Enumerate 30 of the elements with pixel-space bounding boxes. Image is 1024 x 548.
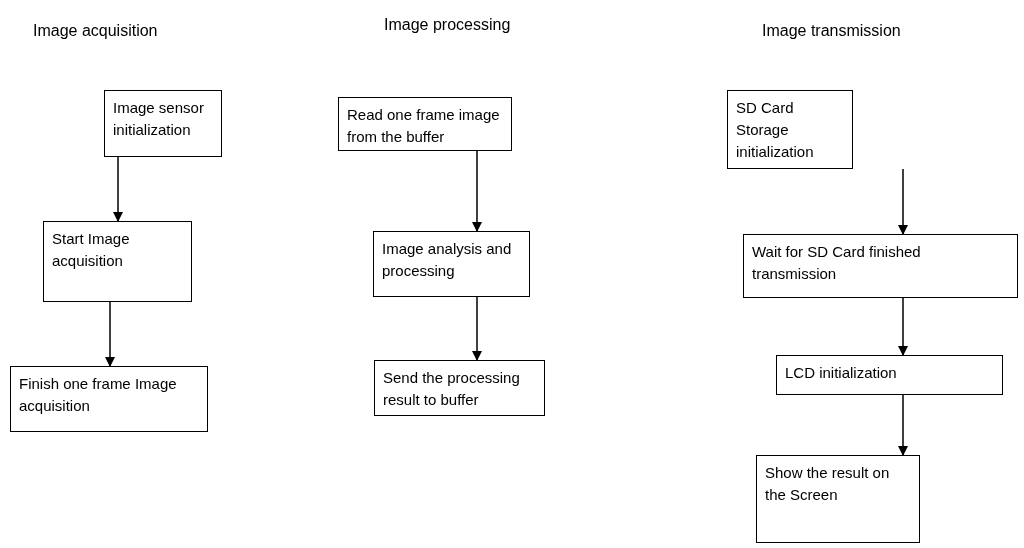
process-box xyxy=(373,231,530,297)
arrow xyxy=(113,156,123,222)
step-text: Start Image acquisition xyxy=(52,229,131,271)
process-box xyxy=(743,234,1018,298)
process-box xyxy=(43,221,192,302)
process-box xyxy=(104,90,222,157)
step-text: SD Card Storage initialization xyxy=(736,98,815,162)
arrow xyxy=(105,301,115,367)
step-text: Send the processing result to buffer xyxy=(383,368,521,410)
step-text: Show the result on the Screen xyxy=(765,463,891,505)
step-text: Read one frame image from the buffer xyxy=(347,105,501,147)
step-text: LCD initialization xyxy=(785,363,898,383)
column-heading: Image transmission xyxy=(762,22,901,40)
process-box xyxy=(10,366,208,432)
process-box xyxy=(756,455,920,543)
process-box xyxy=(776,355,1003,395)
arrow xyxy=(472,150,482,232)
step-text: Finish one frame Image acquisition xyxy=(19,374,178,416)
arrow xyxy=(898,168,908,235)
column-heading: Image processing xyxy=(384,16,511,34)
step-text: Wait for SD Card finished transmission xyxy=(752,242,922,284)
arrow xyxy=(898,394,908,456)
column-heading: Image acquisition xyxy=(33,22,158,40)
process-box xyxy=(374,360,545,416)
step-text: Image analysis and processing xyxy=(382,239,513,281)
arrow xyxy=(898,297,908,356)
arrow xyxy=(472,296,482,361)
process-box xyxy=(338,97,512,151)
process-box xyxy=(727,90,853,169)
step-text: Image sensor initialization xyxy=(113,98,205,140)
